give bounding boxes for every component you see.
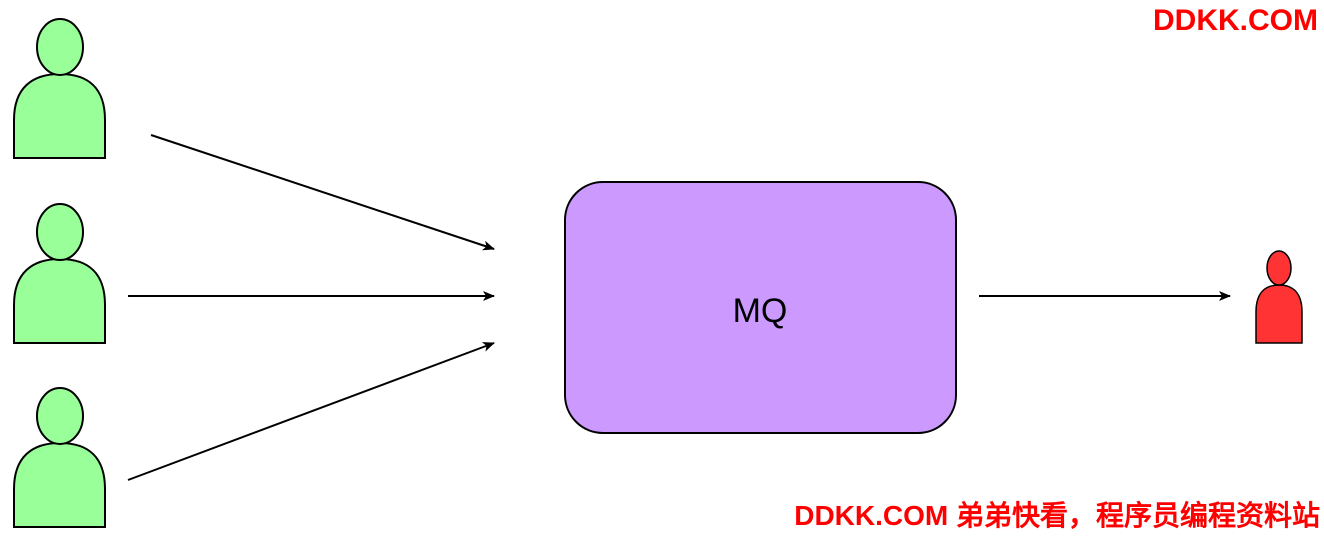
arrow-producer-3 xyxy=(127,342,495,481)
watermark-bottom: DDKK.COM 弟弟快看，程序员编程资料站 xyxy=(794,500,1320,531)
arrow-producer-1 xyxy=(150,134,495,251)
message-queue-box xyxy=(564,181,957,434)
producer-icon-3 xyxy=(13,387,106,528)
producer-icon-1 xyxy=(13,18,106,159)
consumer-icon xyxy=(1255,250,1303,344)
watermark-top: DDKK.COM xyxy=(1153,4,1318,37)
producer-icon-2 xyxy=(13,203,106,344)
queue-label: MQ xyxy=(733,292,788,330)
